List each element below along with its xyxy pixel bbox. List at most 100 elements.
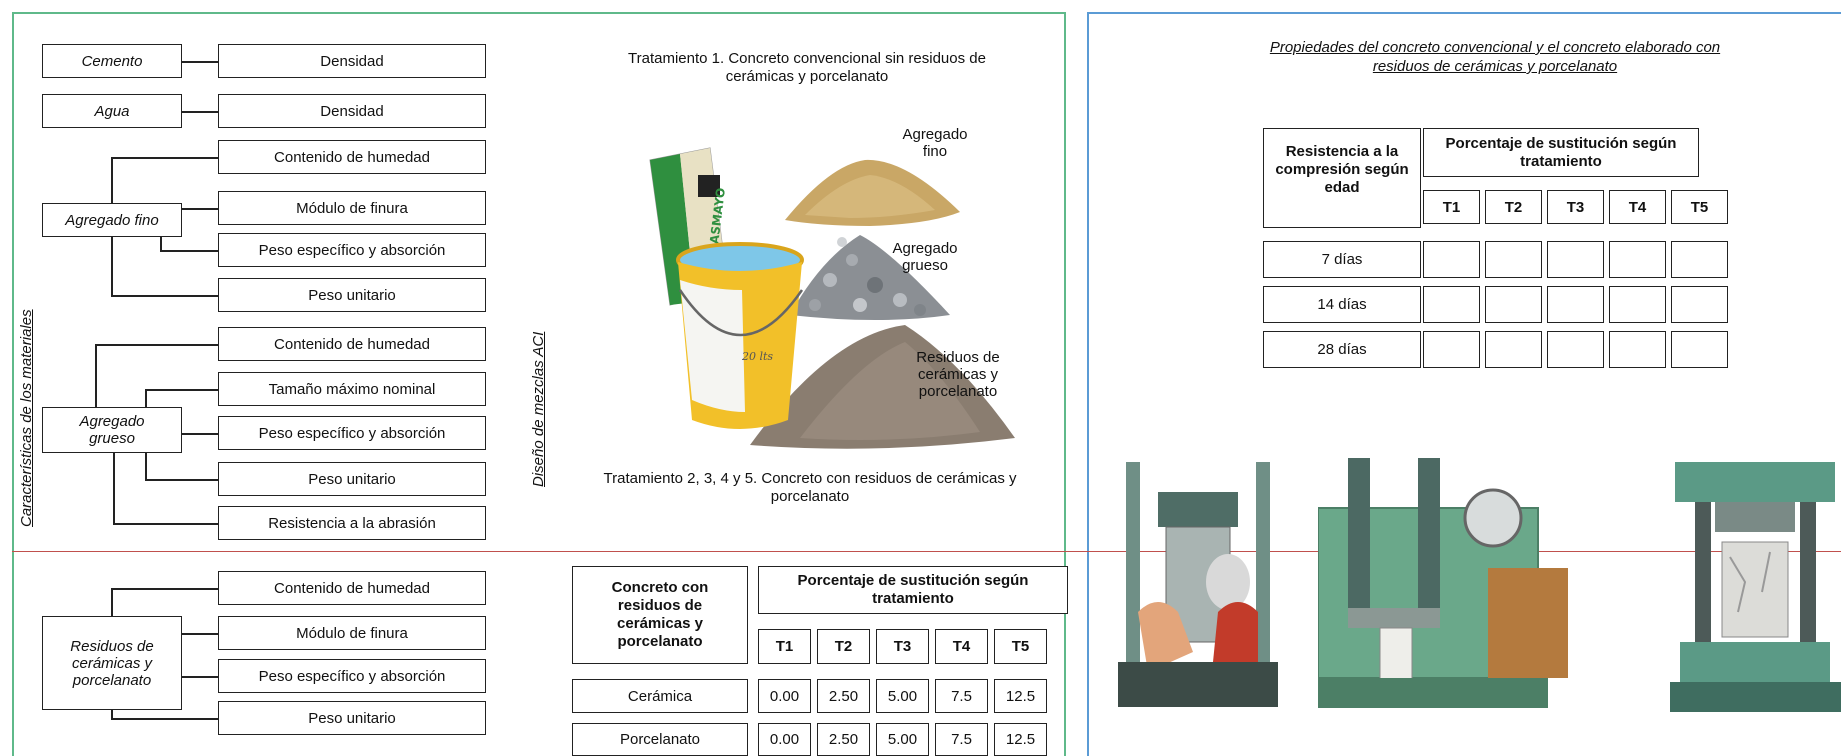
connector — [182, 208, 218, 210]
connector — [95, 344, 97, 408]
connector — [160, 676, 218, 678]
materials-illustration: PACASMAYO 20 lts — [649, 147, 1015, 449]
label-agregado-fino: Agregado fino — [902, 126, 968, 160]
connector — [113, 453, 115, 524]
subst-cell: 2.50 — [817, 723, 870, 756]
label-residuos: Residuos de cerámicas y porcelanato — [916, 349, 1000, 400]
prop-residuos-peso-especifico: Peso específico y absorción — [218, 659, 486, 693]
subst-table-group-header: Porcentaje de sustitución según tratamie… — [758, 566, 1068, 614]
coarse-aggregate-pile — [790, 235, 950, 320]
prop-grueso-abrasion: Resistencia a la abrasión — [218, 506, 486, 540]
prop-fino-finura: Módulo de finura — [218, 191, 486, 225]
vertical-label-materials: Características de los materiales — [18, 309, 35, 527]
connector — [111, 718, 218, 720]
subst-cell: 12.5 — [994, 723, 1047, 756]
compression-cell — [1609, 331, 1666, 368]
vertical-label-design: Diseño de mezclas ACI — [530, 331, 547, 487]
prop-cemento-densidad: Densidad — [218, 44, 486, 78]
subst-cell: 5.00 — [876, 723, 929, 756]
compression-row-7: 7 días — [1263, 241, 1421, 278]
compression-col-t4: T4 — [1609, 190, 1666, 224]
connector — [160, 250, 218, 252]
connector — [145, 479, 218, 481]
prop-grueso-tamano: Tamaño máximo nominal — [218, 372, 486, 406]
subst-cell: 12.5 — [994, 679, 1047, 713]
compression-cell — [1485, 241, 1542, 278]
label-agregado-grueso: Agregado grueso — [892, 240, 958, 274]
connector — [160, 236, 162, 251]
connector — [111, 157, 218, 159]
bucket-label: 20 lts — [741, 350, 773, 363]
prop-fino-peso-especifico: Peso específico y absorción — [218, 233, 486, 267]
compression-cell — [1547, 241, 1604, 278]
compression-row-14: 14 días — [1263, 286, 1421, 323]
results-title: Propiedades del concreto convencional y … — [1269, 39, 1721, 75]
subst-cell: 2.50 — [817, 679, 870, 713]
compression-cell — [1671, 331, 1728, 368]
red-divider — [12, 551, 1841, 552]
connector — [111, 295, 218, 297]
connector — [182, 633, 218, 635]
compression-machine-2 — [1318, 458, 1568, 708]
connector — [182, 111, 218, 113]
group-agregado-grueso: Agregado grueso — [42, 407, 182, 453]
compression-cell — [1547, 286, 1604, 323]
group-cemento: Cemento — [42, 44, 182, 78]
caption-tratamiento-1: Tratamiento 1. Concreto convencional sin… — [628, 50, 986, 85]
results-frame — [1087, 12, 1841, 756]
prop-residuos-humedad: Contenido de humedad — [218, 571, 486, 605]
water-bucket: 20 lts — [676, 242, 804, 429]
compression-cell — [1485, 286, 1542, 323]
prop-grueso-peso-unitario: Peso unitario — [218, 462, 486, 496]
connector — [182, 61, 218, 63]
prop-residuos-finura: Módulo de finura — [218, 616, 486, 650]
subst-col-t3: T3 — [876, 629, 929, 664]
group-agua: Agua — [42, 94, 182, 128]
compression-machine-1 — [1118, 462, 1278, 707]
materials-frame — [12, 12, 1066, 756]
compression-cell — [1423, 331, 1480, 368]
subst-cell: 7.5 — [935, 679, 988, 713]
compression-cell — [1671, 286, 1728, 323]
connector — [145, 389, 218, 391]
prop-grueso-peso-especifico: Peso específico y absorción — [218, 416, 486, 450]
connector — [111, 710, 113, 718]
connector — [145, 453, 147, 480]
subst-col-t5: T5 — [994, 629, 1047, 664]
connector — [145, 389, 147, 408]
compression-cell — [1547, 331, 1604, 368]
compression-col-t3: T3 — [1547, 190, 1604, 224]
prop-grueso-humedad: Contenido de humedad — [218, 327, 486, 361]
connector — [113, 523, 218, 525]
prop-fino-humedad: Contenido de humedad — [218, 140, 486, 174]
compression-col-t1: T1 — [1423, 190, 1480, 224]
subst-table-row-header: Concreto con residuos de cerámicas y por… — [572, 566, 748, 664]
subst-row-porcelanato-label: Porcelanato — [572, 723, 748, 756]
compression-col-t2: T2 — [1485, 190, 1542, 224]
group-agregado-fino: Agregado fino — [42, 203, 182, 237]
connector — [182, 433, 218, 435]
subst-cell: 7.5 — [935, 723, 988, 756]
compression-cell — [1423, 241, 1480, 278]
compression-machine-3 — [1670, 462, 1841, 712]
group-residuos: Residuos de cerámicas y porcelanato — [42, 616, 182, 710]
subst-col-t2: T2 — [817, 629, 870, 664]
connector — [111, 588, 218, 590]
compression-cell — [1485, 331, 1542, 368]
subst-cell: 0.00 — [758, 723, 811, 756]
compression-cell — [1671, 241, 1728, 278]
connector — [111, 588, 113, 616]
compression-row-header: Resistencia a la compresión según edad — [1263, 128, 1421, 228]
fine-aggregate-pile — [785, 159, 960, 226]
compression-col-t5: T5 — [1671, 190, 1728, 224]
subst-cell: 0.00 — [758, 679, 811, 713]
subst-col-t4: T4 — [935, 629, 988, 664]
subst-row-ceramica-label: Cerámica — [572, 679, 748, 713]
prop-residuos-peso-unitario: Peso unitario — [218, 701, 486, 735]
compression-row-28: 28 días — [1263, 331, 1421, 368]
prop-agua-densidad: Densidad — [218, 94, 486, 128]
compression-cell — [1423, 286, 1480, 323]
caption-tratamiento-2-5: Tratamiento 2, 3, 4 y 5. Concreto con re… — [603, 470, 1017, 505]
ceramic-residue-pile — [750, 325, 1015, 449]
subst-col-t1: T1 — [758, 629, 811, 664]
